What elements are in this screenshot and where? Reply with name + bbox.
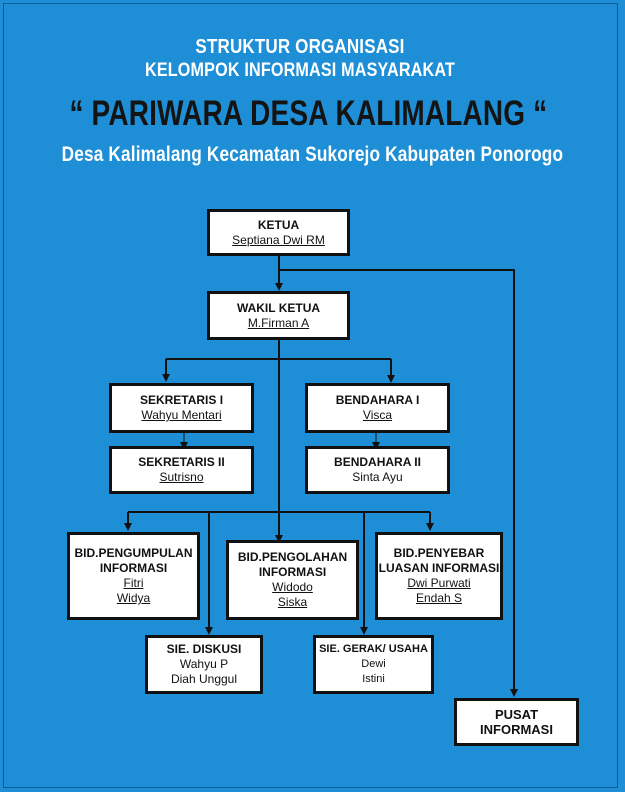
wakil-ketua-name: M.Firman A (247, 315, 310, 330)
box-sekretaris-1: SEKRETARIS I Wahyu Mentari (109, 383, 254, 433)
bid-pengolahan-title-1: BID.PENGOLAHAN (237, 550, 348, 564)
box-bid-penyebar: BID.PENYEBAR LUASAN INFORMASI Dwi Purwat… (375, 532, 503, 620)
sie-gerak-title: SIE. GERAK/ USAHA (319, 643, 428, 655)
box-sekretaris-2: SEKRETARIS II Sutrisno (109, 446, 254, 494)
bid-penyebar-title-1: BID.PENYEBAR (393, 546, 485, 560)
bid-pengolahan-title-2: INFORMASI (258, 565, 327, 579)
box-pusat-informasi: PUSAT INFORMASI (454, 698, 579, 746)
bid-pengumpulan-title-2: INFORMASI (99, 561, 168, 575)
box-bendahara-1: BENDAHARA I Visca (305, 383, 450, 433)
box-bid-pengumpulan: BID.PENGUMPULAN INFORMASI Fitri Widya (67, 532, 200, 620)
bendahara-2-title: BENDAHARA II (334, 455, 421, 469)
wakil-ketua-title: WAKIL KETUA (236, 300, 321, 315)
bid-penyebar-name-2: Endah S (415, 591, 463, 605)
bid-pengumpulan-name-2: Widya (116, 591, 151, 605)
box-sie-diskusi: SIE. DISKUSI Wahyu P Diah Unggul (145, 635, 263, 694)
sie-diskusi-name-1: Wahyu P (179, 657, 229, 671)
bid-penyebar-name-1: Dwi Purwati (407, 576, 471, 590)
header-location: Desa Kalimalang Kecamatan Sukorejo Kabup… (61, 143, 564, 166)
bendahara-2-name: Sinta Ayu (352, 470, 403, 484)
pusat-informasi-title-1: PUSAT (494, 707, 539, 722)
ketua-name: Septiana Dwi RM (232, 232, 325, 247)
line-ketua-to-pusat (279, 269, 518, 697)
header-title-line-1: STRUKTUR ORGANISASI (195, 36, 405, 58)
bendahara-1-title: BENDAHARA I (335, 393, 420, 407)
header-group-name: “ PARIWARA DESA KALIMALANG “ (69, 94, 548, 133)
page-frame (3, 3, 618, 788)
box-wakil-ketua: WAKIL KETUA M.Firman A (207, 291, 350, 340)
bid-pengolahan-name-1: Widodo (272, 580, 313, 594)
pusat-informasi-title-2: INFORMASI (480, 722, 553, 737)
box-bendahara-2: BENDAHARA II Sinta Ayu (305, 446, 450, 494)
box-sie-gerak-usaha: SIE. GERAK/ USAHA Dewi Istini (313, 635, 434, 694)
bid-penyebar-title-2: LUASAN INFORMASI (378, 561, 500, 575)
sie-gerak-name-1: Dewi (361, 658, 386, 670)
sekretaris-1-name: Wahyu Mentari (141, 408, 222, 422)
sekretaris-1-title: SEKRETARIS I (139, 393, 224, 407)
header-title-line-2: KELOMPOK INFORMASI MASYARAKAT (144, 60, 455, 81)
bid-pengolahan-name-2: Siska (277, 595, 308, 609)
box-ketua: KETUA Septiana Dwi RM (207, 209, 350, 256)
bid-pengumpulan-title-1: BID.PENGUMPULAN (74, 546, 193, 560)
box-bid-pengolahan: BID.PENGOLAHAN INFORMASI Widodo Siska (226, 540, 359, 620)
sie-gerak-name-2: Istini (362, 673, 385, 685)
ketua-title: KETUA (257, 217, 300, 232)
sie-diskusi-title: SIE. DISKUSI (166, 642, 242, 656)
sekretaris-2-name: Sutrisno (159, 470, 204, 484)
bid-pengumpulan-name-1: Fitri (123, 576, 144, 590)
bendahara-1-name: Visca (362, 408, 393, 422)
sekretaris-2-title: SEKRETARIS II (138, 455, 225, 469)
sie-diskusi-name-2: Diah Unggul (170, 672, 238, 686)
